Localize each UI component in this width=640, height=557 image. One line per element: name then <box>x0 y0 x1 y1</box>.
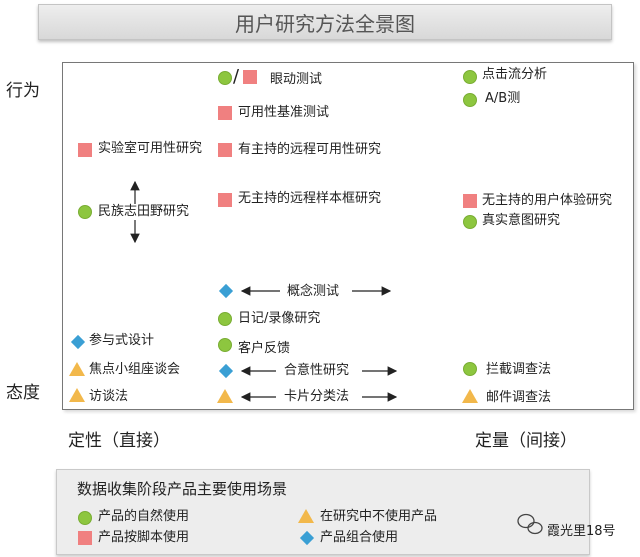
legend-title: 数据收集阶段产品主要使用场景 <box>77 480 288 498</box>
method-unmoderated-ux: 无主持的用户体验研究 <box>482 193 613 208</box>
landscape-plot-area <box>62 62 634 410</box>
square-icon <box>218 106 232 120</box>
legend <box>56 469 590 555</box>
watermark-text: 霞光里18号 <box>547 524 616 539</box>
triangle-icon <box>217 389 233 403</box>
circle-icon <box>78 205 92 219</box>
method-email-survey: 邮件调查法 <box>486 390 552 405</box>
circle-icon <box>463 215 477 229</box>
square-icon <box>218 193 232 207</box>
method-desirability: 合意性研究 <box>284 363 350 378</box>
y-axis-bottom-label: 态度 <box>6 383 40 403</box>
circle-icon <box>463 362 477 376</box>
square-icon <box>78 143 92 157</box>
method-ab-test: A/B测 <box>485 91 521 106</box>
circle-icon <box>218 71 232 85</box>
method-card-sort: 卡片分类法 <box>284 389 350 404</box>
method-moderated-remote: 有主持的远程可用性研究 <box>238 142 382 157</box>
circle-icon <box>463 70 477 84</box>
legend-natural-use: 产品的自然使用 <box>98 509 190 524</box>
square-icon <box>243 70 257 84</box>
triangle-icon <box>298 509 314 523</box>
circle-icon <box>463 93 477 107</box>
method-lab-usability: 实验室可用性研究 <box>98 141 203 156</box>
circle-icon <box>218 338 232 352</box>
method-interview: 访谈法 <box>89 389 129 404</box>
circle-icon <box>218 312 232 326</box>
circle-icon <box>78 511 92 525</box>
method-usability-benchmark: 可用性基准测试 <box>238 105 330 120</box>
legend-scripted-use: 产品按脚本使用 <box>98 530 190 545</box>
legend-combination: 产品组合使用 <box>320 530 399 545</box>
legend-not-using: 在研究中不使用产品 <box>320 509 438 524</box>
slash-icon: / <box>233 66 240 87</box>
wechat-icon <box>517 513 543 535</box>
triangle-icon <box>462 389 478 403</box>
page-title: 用户研究方法全景图 <box>38 4 612 40</box>
method-unmoderated-remote-panel: 无主持的远程样本框研究 <box>238 191 382 206</box>
method-focus-group: 焦点小组座谈会 <box>89 362 181 377</box>
triangle-icon <box>69 362 85 376</box>
method-eye-tracking: 眼动测试 <box>270 72 323 87</box>
square-icon <box>463 194 477 208</box>
square-icon <box>78 531 92 545</box>
method-concept-test: 概念测试 <box>287 284 340 299</box>
method-intercept-survey: 拦截调查法 <box>486 362 552 377</box>
x-axis-right-label: 定量（间接） <box>475 431 577 451</box>
square-icon <box>218 143 232 157</box>
method-true-intent: 真实意图研究 <box>482 213 561 228</box>
method-customer-feedback: 客户反馈 <box>238 341 291 356</box>
method-ethnographic: 民族志田野研究 <box>98 204 190 219</box>
method-diary: 日记/录像研究 <box>238 311 321 326</box>
method-participatory-design: 参与式设计 <box>89 333 155 348</box>
y-axis-top-label: 行为 <box>6 81 40 101</box>
x-axis-left-label: 定性（直接） <box>68 431 170 451</box>
method-clickstream: 点击流分析 <box>482 67 548 82</box>
triangle-icon <box>69 388 85 402</box>
